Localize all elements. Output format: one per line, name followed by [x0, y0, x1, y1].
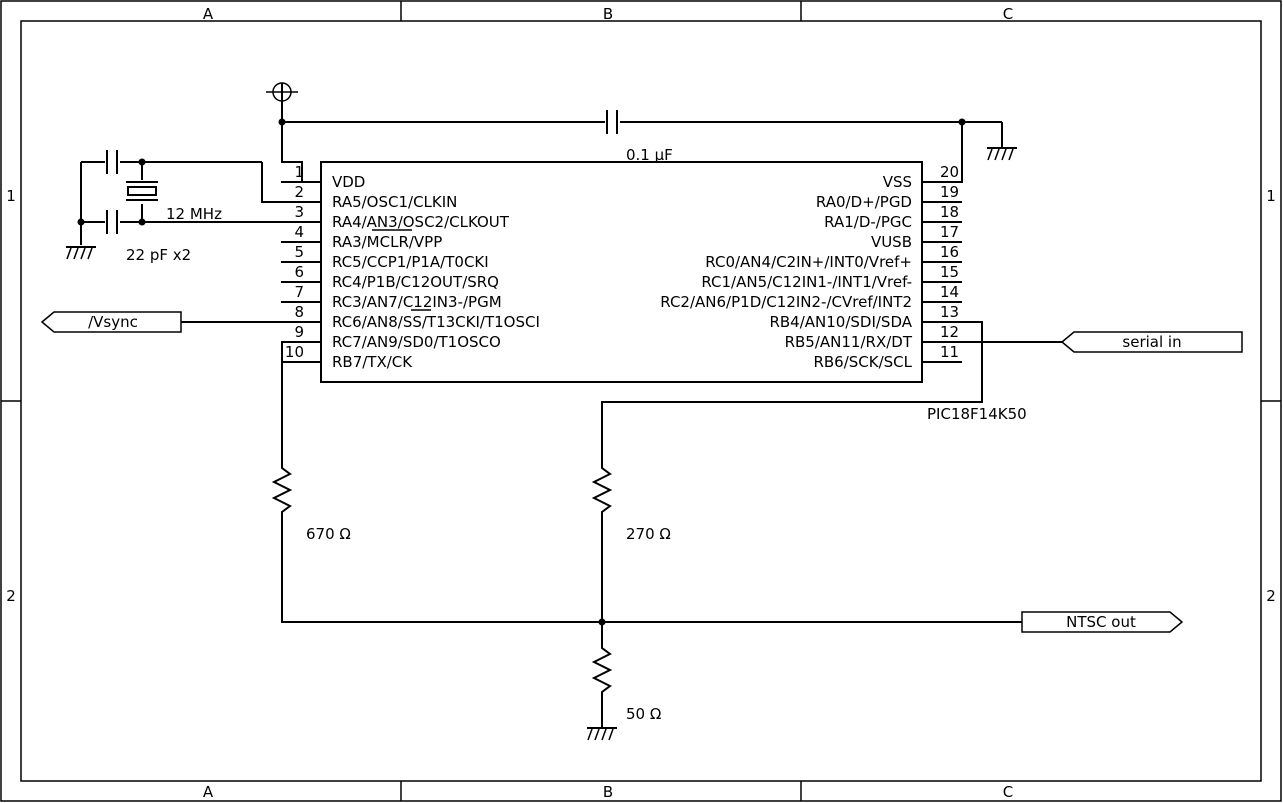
pin-4-label: RA3/MCLR/VPP [332, 233, 442, 251]
pin-10-label: RB7/TX/CK [332, 353, 413, 371]
pin-13-label: RB4/AN10/SDI/SDA [769, 313, 912, 331]
col-a-bottom: A [203, 783, 214, 801]
junction-vdd [278, 118, 286, 126]
pin-3-number: 3 [294, 203, 304, 221]
pin-9-number: 9 [294, 323, 304, 341]
ground-output-icon [587, 727, 617, 741]
pin-6-number: 6 [294, 263, 304, 281]
row-2-left: 2 [6, 587, 16, 605]
pin-18-number: 18 [940, 203, 959, 221]
serial-in-port-label: serial in [1122, 333, 1181, 351]
rc7-net-wire [281, 341, 283, 462]
pin-12-label: RB5/AN11/RX/DT [785, 333, 913, 351]
row-1-left: 1 [6, 187, 16, 205]
pin-16-number: 16 [940, 243, 959, 261]
pin-11-label: RB6/SCK/SCL [813, 353, 912, 371]
rb4-net-wire [601, 321, 983, 462]
row-2-right: 2 [1266, 587, 1276, 605]
pin-18-label: RA1/D-/PGC [824, 213, 912, 231]
load-capacitor-top-icon[interactable] [106, 150, 118, 174]
r1-value: 670 Ω [306, 525, 351, 543]
pin-4-number: 4 [294, 223, 304, 241]
pin-9-label: RC7/AN9/SD0/T1OSCO [332, 333, 501, 351]
pin-14-number: 14 [940, 283, 959, 301]
junction-osc-top [138, 158, 146, 166]
col-c-top: C [1003, 5, 1013, 23]
pin-8-label: RC6/AN8/SS/T13CKI/T1OSCI [332, 313, 540, 331]
pin-7-label: RC3/AN7/C12IN3-/PGM [332, 293, 502, 311]
resistor-670-icon[interactable] [271, 462, 293, 515]
pin-12-number: 12 [940, 323, 959, 341]
r2-value: 270 Ω [626, 525, 671, 543]
ic-right-pin-numbers: 20 19 18 17 16 15 14 13 12 11 [940, 163, 959, 361]
pin-20-label: VSS [883, 173, 912, 191]
load-capacitor-bottom-icon[interactable] [106, 210, 118, 234]
ground-osc-icon [66, 246, 96, 260]
ic-name: PIC18F14K50 [927, 405, 1027, 423]
bypass-cap-value: 0.1 µF [626, 146, 673, 164]
load-caps-value: 22 pF x2 [126, 246, 191, 264]
col-c-bottom: C [1003, 783, 1013, 801]
col-a-top: A [203, 5, 214, 23]
ic-body[interactable] [320, 161, 923, 383]
frame-column-labels: A B C A B C [203, 5, 1013, 801]
bypass-capacitor-icon[interactable] [606, 110, 618, 134]
col-b-bottom: B [603, 783, 613, 801]
pin-8-number: 8 [294, 303, 304, 321]
pin-2-number: 2 [294, 183, 304, 201]
pin-16-label: RC0/AN4/C2IN+/INT0/Vref+ [705, 253, 912, 271]
crystal-value: 12 MHz [166, 205, 222, 223]
pin-3-label: RA4/AN3/OSC2/CLKOUT [332, 213, 510, 231]
r3-value: 50 Ω [626, 705, 661, 723]
pin-11-number: 11 [940, 343, 959, 361]
serial-in-port[interactable]: serial in [1060, 331, 1243, 353]
pin-19-number: 19 [940, 183, 959, 201]
pin-10-number: 10 [285, 343, 304, 361]
ground-vss-icon [987, 147, 1017, 161]
junction-osc-bottom [138, 218, 146, 226]
resistor-50-icon[interactable] [591, 642, 613, 728]
ic-left-pin-numbers: 1 2 3 4 5 6 7 8 9 10 [285, 163, 304, 361]
pin-20-number: 20 [940, 163, 959, 181]
pin-17-label: VUSB [871, 233, 912, 251]
ntsc-out-port[interactable]: NTSC out [1021, 611, 1184, 633]
vsync-port[interactable]: /Vsync [40, 311, 182, 333]
vsync-port-label: /Vsync [88, 313, 138, 331]
pin-1-number: 1 [294, 163, 304, 181]
frame-row-labels: 1 1 2 2 [6, 187, 1276, 605]
junction-osc-ground [77, 218, 85, 226]
ic-right-pin-labels: VSS RA0/D+/PGD RA1/D-/PGC VUSB RC0/AN4/C… [660, 173, 913, 371]
vdd-net-wires [281, 121, 1003, 183]
junction-output [598, 618, 606, 626]
pin-15-number: 15 [940, 263, 959, 281]
pin-2-label: RA5/OSC1/CLKIN [332, 193, 457, 211]
pin-6-label: RC4/P1B/C12OUT/SRQ [332, 273, 499, 291]
vdd-supply-icon [266, 82, 298, 122]
crystal-icon[interactable] [126, 181, 158, 201]
ic-left-pin-labels: VDD RA5/OSC1/CLKIN RA4/AN3/OSC2/CLKOUT R… [332, 173, 540, 371]
junction-vss [958, 118, 966, 126]
pin-5-label: RC5/CCP1/P1A/T0CKI [332, 253, 489, 271]
col-b-top: B [603, 5, 613, 23]
pin-14-label: RC2/AN6/P1D/C12IN2-/CVref/INT2 [660, 293, 912, 311]
row-1-right: 1 [1266, 187, 1276, 205]
pin-13-number: 13 [940, 303, 959, 321]
pin-19-label: RA0/D+/PGD [816, 193, 912, 211]
resistor-270-icon[interactable] [591, 462, 613, 515]
pin-15-label: RC1/AN5/C12IN1-/INT1/Vref- [701, 273, 912, 291]
pin-5-number: 5 [294, 243, 304, 261]
pin-7-number: 7 [294, 283, 304, 301]
pin-1-label: VDD [332, 173, 365, 191]
ntsc-out-port-label: NTSC out [1066, 613, 1136, 631]
pin-overbars [372, 229, 431, 311]
pin-17-number: 17 [940, 223, 959, 241]
